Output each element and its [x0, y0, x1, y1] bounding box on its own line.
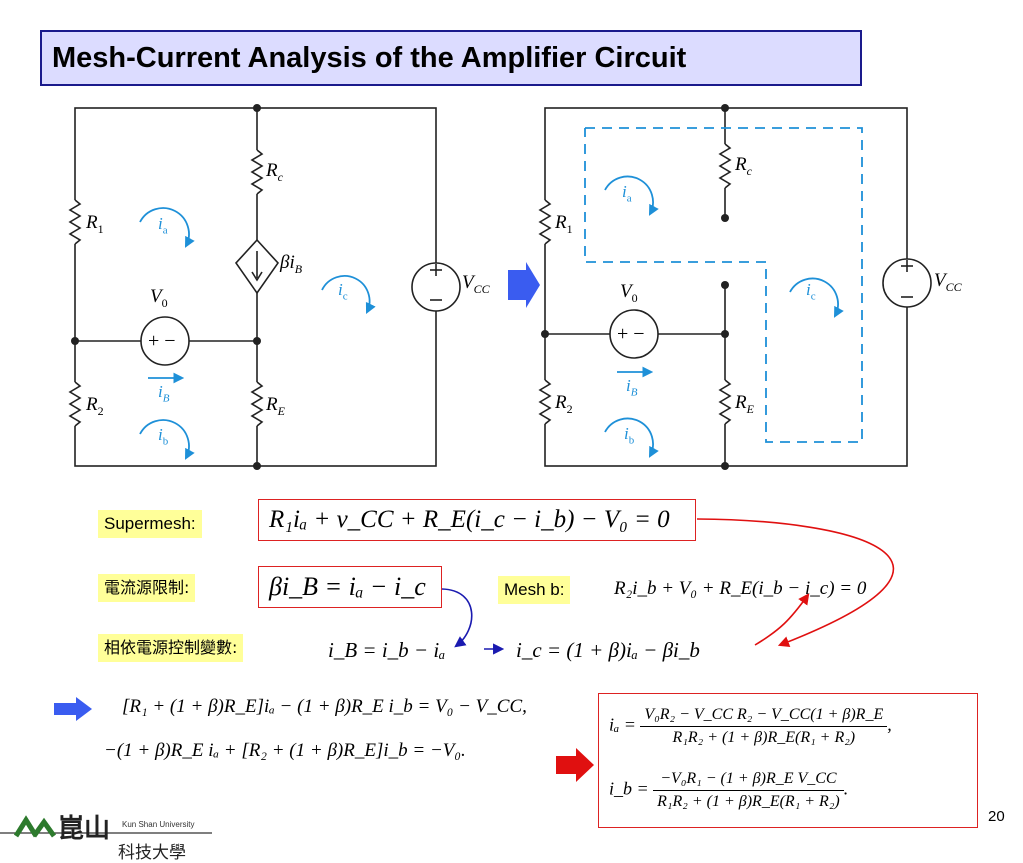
solution-box: iₐ = V₀R₂ − V_CC R₂ − V_CC(1 + β)R_E R₁R…	[598, 693, 978, 828]
label-re-right: RE	[735, 392, 754, 416]
eq-ib-solution: i_b = −V₀R₁ − (1 + β)R_E V_CC R₁R₂ + (1 …	[609, 770, 849, 810]
eq-mesh-b: R₂i_b + V₀ + R_E(i_b − i_c) = 0	[614, 578, 867, 599]
label-ib-right: ib	[624, 424, 635, 447]
label-supermesh: Supermesh:	[98, 510, 202, 538]
university-name-en: Kun Shan University	[122, 820, 195, 829]
supermesh-path	[584, 127, 863, 443]
arrow-system	[54, 703, 76, 715]
label-vcc: VCC	[462, 272, 490, 296]
arrow-constraint-to-control	[441, 588, 473, 648]
label-dep-source: βiB	[280, 252, 303, 276]
transition-arrow-head	[526, 262, 540, 308]
ia-numerator: V₀R₂ − V_CC R₂ − V_CC(1 + β)R_E	[640, 706, 888, 727]
circuit-left	[68, 107, 461, 467]
page-number: 20	[988, 808, 1005, 825]
v0-plus-minus: + −	[148, 330, 176, 352]
eq-control: i_B = i_b − iₐ	[328, 638, 446, 662]
label-ic-right: ic	[806, 280, 816, 303]
label-r2-right: R2	[555, 392, 573, 416]
eq-constraint: βi_B = iₐ − i_c	[258, 566, 442, 608]
ib-denominator: R₁R₂ + (1 + β)R_E(R₁ + R₂)	[657, 793, 840, 810]
svg-text:+ −: + −	[617, 323, 645, 345]
label-r1: R1	[86, 212, 104, 236]
eq-supermesh: R₁iₐ + v_CC + R_E(i_c − i_b) − V₀ = 0	[258, 499, 696, 541]
label-v0: V0	[150, 286, 168, 310]
label-current-source-constraint: 電流源限制:	[98, 574, 196, 602]
logo-chars: 崑山	[58, 814, 111, 844]
eq-system-1: [R₁ + (1 + β)R_E]iₐ − (1 + β)R_E i_b = V…	[122, 696, 527, 717]
label-iB-right: iB	[626, 376, 638, 399]
label-r2: R2	[86, 394, 104, 418]
eq-ic-substitution: i_c = (1 + β)iₐ − βi_b	[516, 638, 700, 662]
arrow-ic-to-meshb	[754, 593, 810, 646]
label-vcc-right: VCC	[934, 270, 962, 294]
label-iB: iB	[158, 382, 170, 405]
label-r1-right: R1	[555, 212, 573, 236]
label-rc: Rc	[266, 160, 283, 184]
label-ia: ia	[158, 214, 168, 237]
arrow-supermesh-to-ic	[696, 518, 895, 647]
label-dependent-control: 相依電源控制變數:	[98, 634, 244, 662]
ia-denominator: R₁R₂ + (1 + β)R_E(R₁ + R₂)	[672, 729, 856, 746]
kunshan-logo-icon	[13, 815, 57, 838]
slide-title: Mesh-Current Analysis of the Amplifier C…	[40, 30, 862, 86]
label-ib: ib	[158, 425, 169, 448]
eq-system-2: −(1 + β)R_E iₐ + [R₂ + (1 + β)R_E]i_b = …	[104, 740, 466, 761]
ib-numerator: −V₀R₁ − (1 + β)R_E V_CC	[653, 770, 844, 791]
label-rc-right: Rc	[735, 154, 752, 178]
label-ia-right: ia	[622, 182, 632, 205]
label-re: RE	[266, 394, 285, 418]
label-ic: ic	[338, 280, 348, 303]
university-name-cn: 科技大學	[118, 843, 186, 863]
label-v0-right: V0	[620, 281, 638, 305]
transition-arrow-body	[508, 270, 526, 300]
label-mesh-b: Mesh b:	[498, 576, 571, 604]
eq-ia-solution: iₐ = V₀R₂ − V_CC R₂ − V_CC(1 + β)R_E R₁R…	[609, 706, 892, 746]
arrow-solution	[556, 756, 576, 774]
